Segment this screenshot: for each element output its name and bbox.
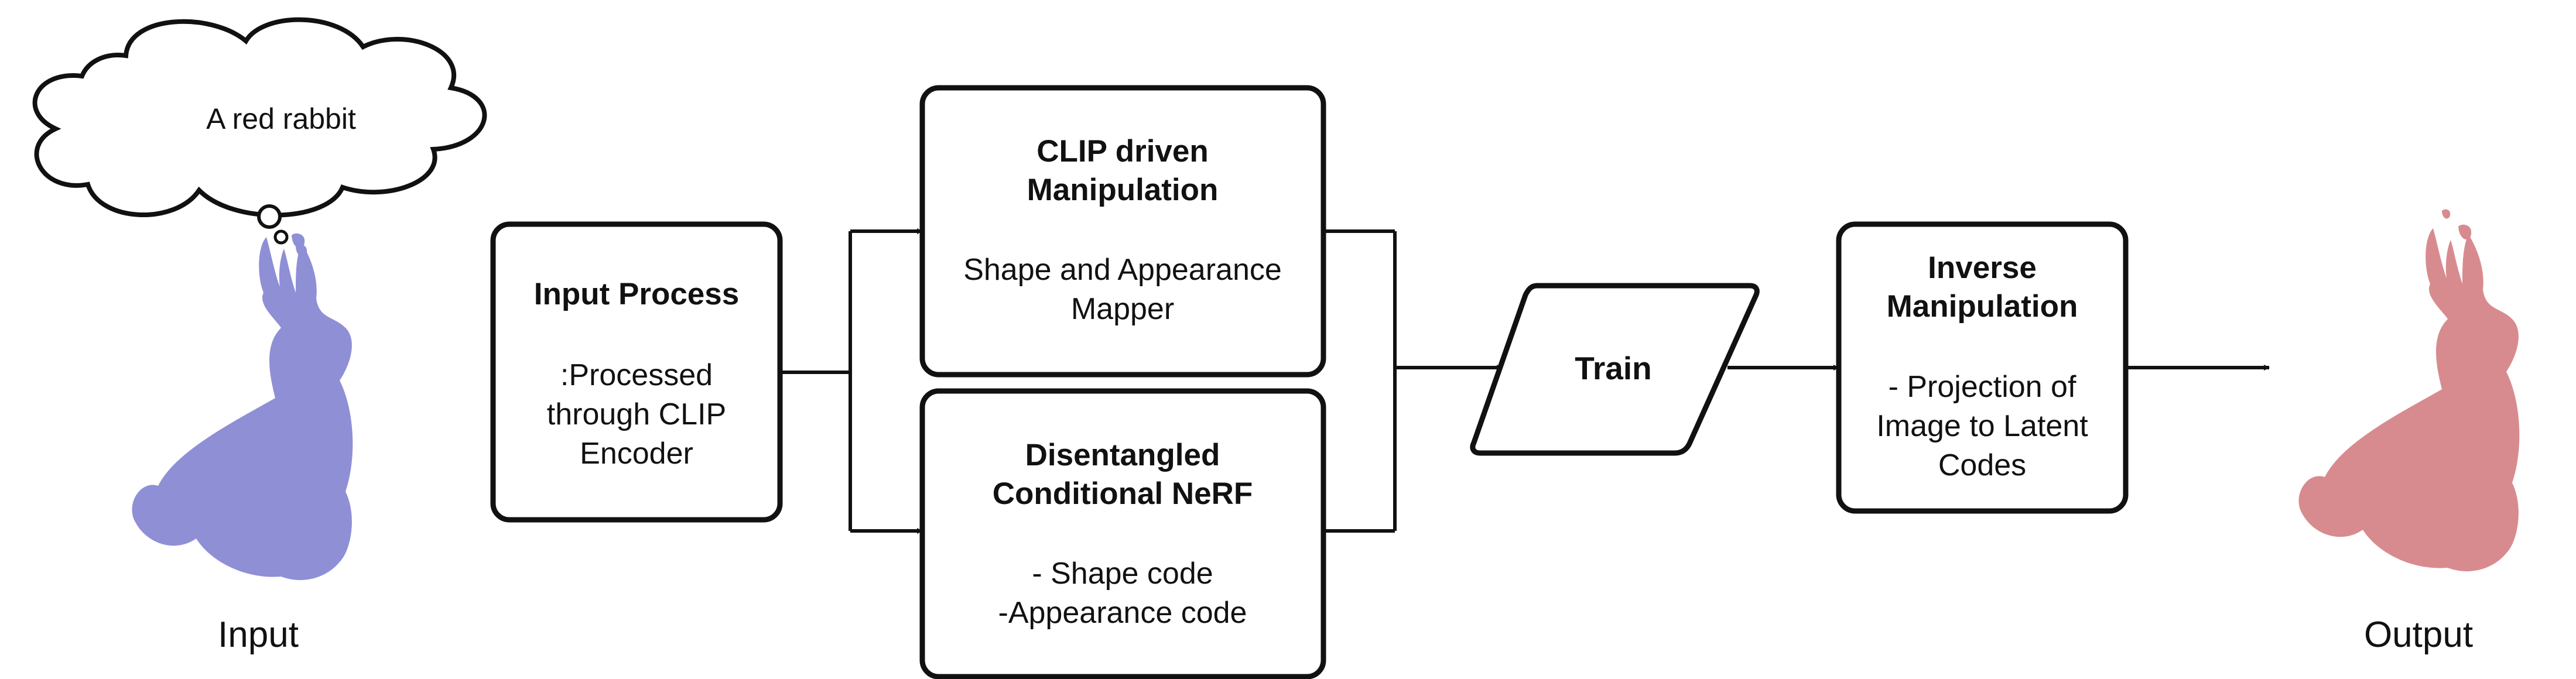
train-label: Train bbox=[1575, 350, 1651, 386]
nerf-title-line: Disentangled bbox=[1025, 438, 1220, 472]
clip-manipulation-box bbox=[919, 85, 1326, 378]
inverse-desc-line: Image to Latent bbox=[1876, 409, 2088, 443]
nerf-title-line: Conditional NeRF bbox=[993, 476, 1253, 511]
clip-manipulation-title-line: CLIP driven bbox=[1036, 134, 1209, 169]
split-connector bbox=[780, 228, 923, 534]
train-shape bbox=[1470, 283, 1760, 456]
merge-connector bbox=[1323, 229, 1503, 533]
output-rabbit-model bbox=[2298, 209, 2520, 571]
nerf-desc-line: -Appearance code bbox=[998, 596, 1247, 630]
clip-manipulation-title-line: Manipulation bbox=[1027, 173, 1219, 207]
nerf-box bbox=[919, 388, 1326, 679]
clip-manipulation-desc-line: Shape and Appearance bbox=[963, 253, 1282, 287]
thought-cloud bbox=[32, 17, 487, 245]
thought-text: A red rabbit bbox=[206, 102, 356, 135]
input-rabbit-model bbox=[132, 233, 353, 580]
output-caption: Output bbox=[2364, 615, 2473, 655]
input-process-desc-line: :Processed bbox=[560, 358, 713, 392]
input-caption: Input bbox=[218, 615, 299, 655]
inverse-desc-line: - Projection of bbox=[1889, 370, 2076, 404]
input-process-desc-line: through CLIP bbox=[547, 397, 726, 431]
nerf-desc-line: - Shape code bbox=[1032, 557, 1213, 591]
input-process-desc-line: Encoder bbox=[580, 437, 693, 471]
inverse-title-line: Inverse bbox=[1928, 251, 2037, 285]
inverse-desc-line: Codes bbox=[1938, 448, 2026, 482]
input-process-title: Input Process bbox=[534, 277, 739, 311]
inverse-title-line: Manipulation bbox=[1887, 289, 2078, 324]
clip-manipulation-desc-line: Mapper bbox=[1071, 292, 1174, 326]
